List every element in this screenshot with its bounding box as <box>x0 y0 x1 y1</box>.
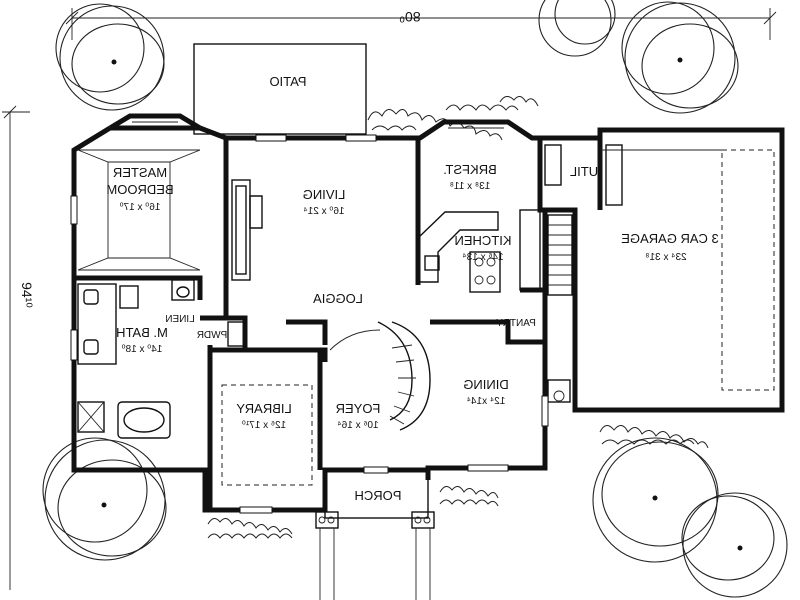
garage-stair <box>547 214 573 403</box>
label-m-bath: M. BATH <box>116 325 168 340</box>
interior-walls <box>74 138 603 510</box>
label-pwdr: PWDR <box>197 330 228 341</box>
shrubs-front-center <box>207 486 499 539</box>
garage-door-lines <box>600 149 775 391</box>
tree-bottom-left <box>42 437 167 561</box>
powder-fixture <box>227 321 245 347</box>
size-foyer: 10⁶ x 16⁴ <box>337 420 378 431</box>
label-util: UTIL <box>570 164 598 179</box>
windows <box>70 134 549 514</box>
depth-label: 94¹⁰ <box>19 282 35 308</box>
label-master-2: BEDROOM <box>106 182 173 197</box>
tree-top-left <box>55 3 165 111</box>
size-m-bath: 14⁰ x 18⁰ <box>122 344 163 355</box>
tree-bottom-right <box>592 437 788 598</box>
master-tray-ceiling <box>77 149 201 271</box>
size-dining: 12⁴ x14⁴ <box>467 396 506 407</box>
label-dining: DINING <box>463 377 509 392</box>
label-pantry: PANTRY <box>496 318 536 329</box>
label-master-1: MASTER <box>113 165 167 180</box>
size-library: 12⁶ x 17¹⁰ <box>242 420 286 431</box>
exterior-walls <box>71 113 785 513</box>
size-master: 16⁰ x 17⁰ <box>120 202 161 213</box>
shrubs-rear <box>367 96 539 141</box>
size-kitchen: 14⁶ x 13⁴ <box>462 252 503 263</box>
room-labels: PATIO MASTER BEDROOM 16⁰ x 17⁰ LIVING 16… <box>106 74 718 503</box>
patio-outline <box>193 43 367 135</box>
label-living: LIVING <box>303 187 346 202</box>
label-loggia: LOGGIA <box>313 291 363 306</box>
label-foyer: FOYER <box>336 401 381 416</box>
master-bath-fixtures <box>77 279 195 439</box>
label-library: LIBRARY <box>236 401 292 416</box>
shrubs-front-right <box>599 425 709 449</box>
label-porch: PORCH <box>355 488 402 503</box>
label-patio: PATIO <box>269 74 306 89</box>
tree-top-right <box>621 1 739 114</box>
label-garage: 3 CAR GARAGE <box>621 231 719 246</box>
utility-fixtures <box>544 144 623 206</box>
size-garage: 23⁴ x 31⁸ <box>645 252 686 263</box>
label-kitchen: KITCHEN <box>454 233 511 248</box>
width-label: 80⁰ <box>399 9 421 25</box>
label-linen: LINEN <box>165 314 194 325</box>
kitchen-counters <box>417 209 541 293</box>
library-tray <box>221 384 313 486</box>
tree-top-center-right <box>538 0 616 57</box>
foyer-stair <box>329 321 431 431</box>
label-brkfst: BRKFST. <box>443 162 496 177</box>
size-brkfst: 13⁸ x 11⁸ <box>450 181 491 192</box>
fireplace <box>231 179 263 281</box>
depth-dimension <box>2 105 30 590</box>
size-living: 16⁰ x 21⁴ <box>303 206 344 217</box>
width-dimension <box>65 8 777 40</box>
